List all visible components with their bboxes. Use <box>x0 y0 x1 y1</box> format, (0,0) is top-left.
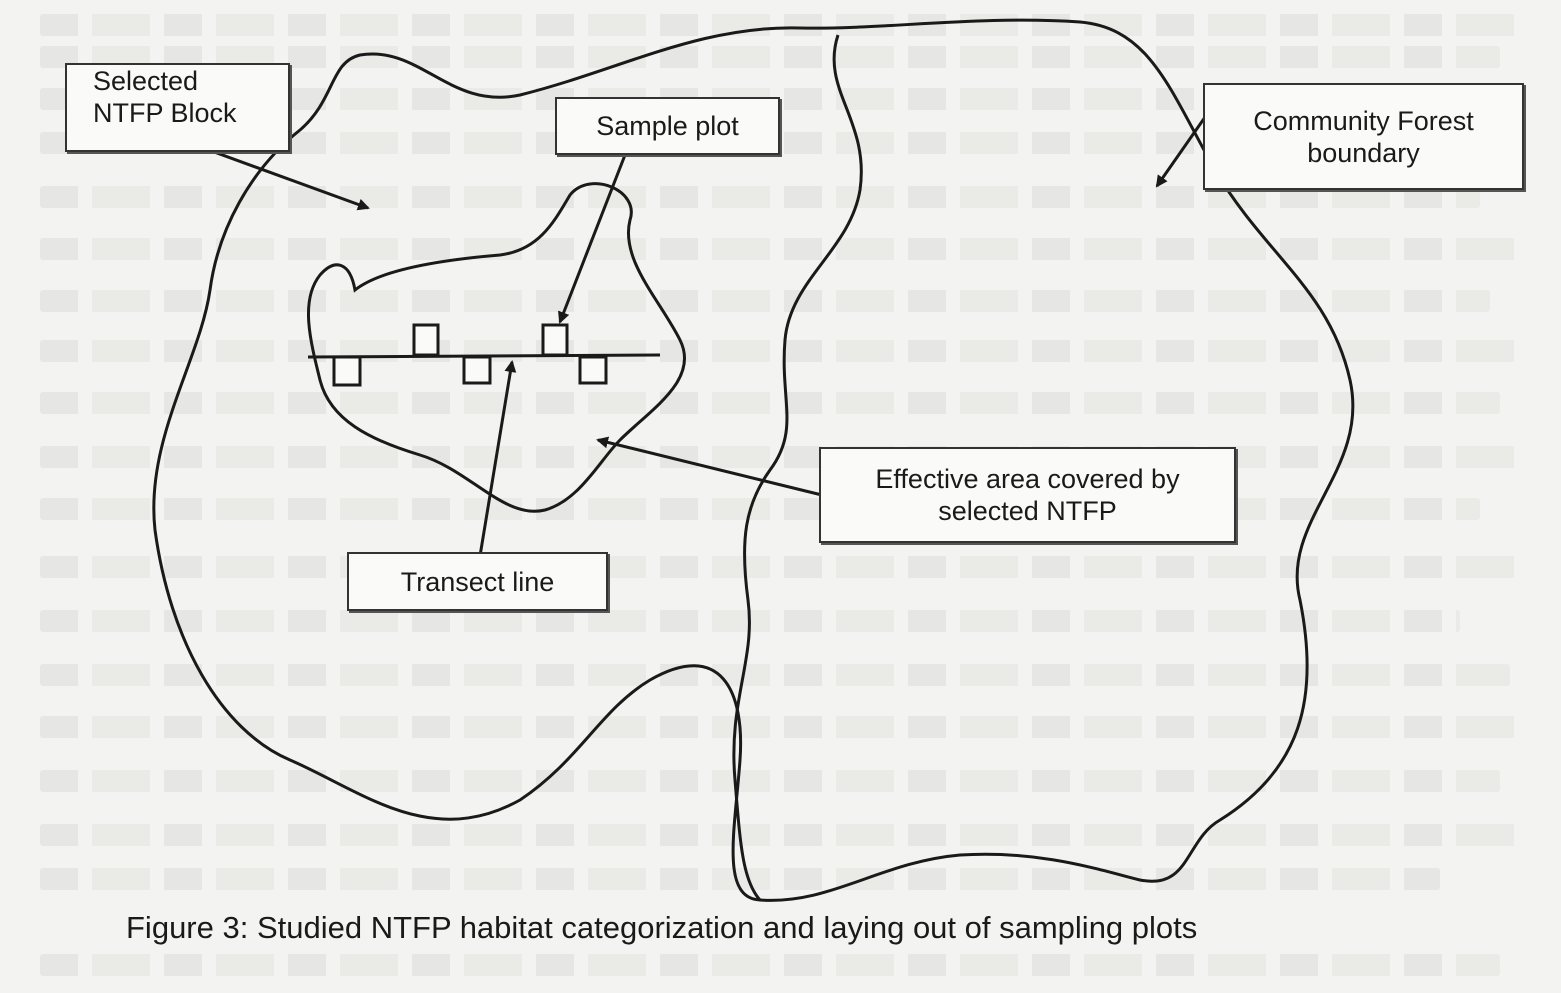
arrow-selected-block <box>194 143 370 211</box>
figure-caption: Figure 3: Studied NTFP habitat categoriz… <box>126 910 1198 945</box>
forest-section-divider <box>732 34 863 902</box>
transect-line-label: Transect line <box>347 552 608 611</box>
community-forest-boundary-label: Community Forest boundary <box>1203 83 1524 190</box>
sample-plot-text: Sample plot <box>596 111 739 141</box>
transect-line-text: Transect line <box>400 566 555 597</box>
arrow-sample-plot <box>558 154 627 324</box>
effective-area-line2: selected NTFP <box>938 496 1117 526</box>
effective-area-line1: Effective area covered by <box>875 464 1180 494</box>
arrow-transect-line <box>478 360 517 557</box>
selected-ntfp-block-label: Selected NTFP Block <box>65 63 290 152</box>
effective-area-label: Effective area covered by selected NTFP <box>819 447 1236 543</box>
sample-plot <box>462 355 492 385</box>
arrow-effective-area <box>596 436 831 499</box>
sample-plot <box>541 323 569 357</box>
sample-plot-label: Sample plot <box>555 97 780 155</box>
sample-plot <box>412 323 440 357</box>
sample-plot <box>578 355 608 385</box>
sample-plot <box>332 355 362 387</box>
community-boundary-line2: boundary <box>1307 137 1420 168</box>
selected-ntfp-block-line1: Selected <box>93 66 199 96</box>
arrow-community-boundary <box>1155 109 1212 188</box>
effective-area-outline <box>307 182 687 513</box>
selected-ntfp-block-line2: NTFP Block <box>93 98 237 128</box>
community-boundary-line1: Community Forest <box>1253 105 1474 136</box>
community-forest-boundary <box>152 18 1355 902</box>
